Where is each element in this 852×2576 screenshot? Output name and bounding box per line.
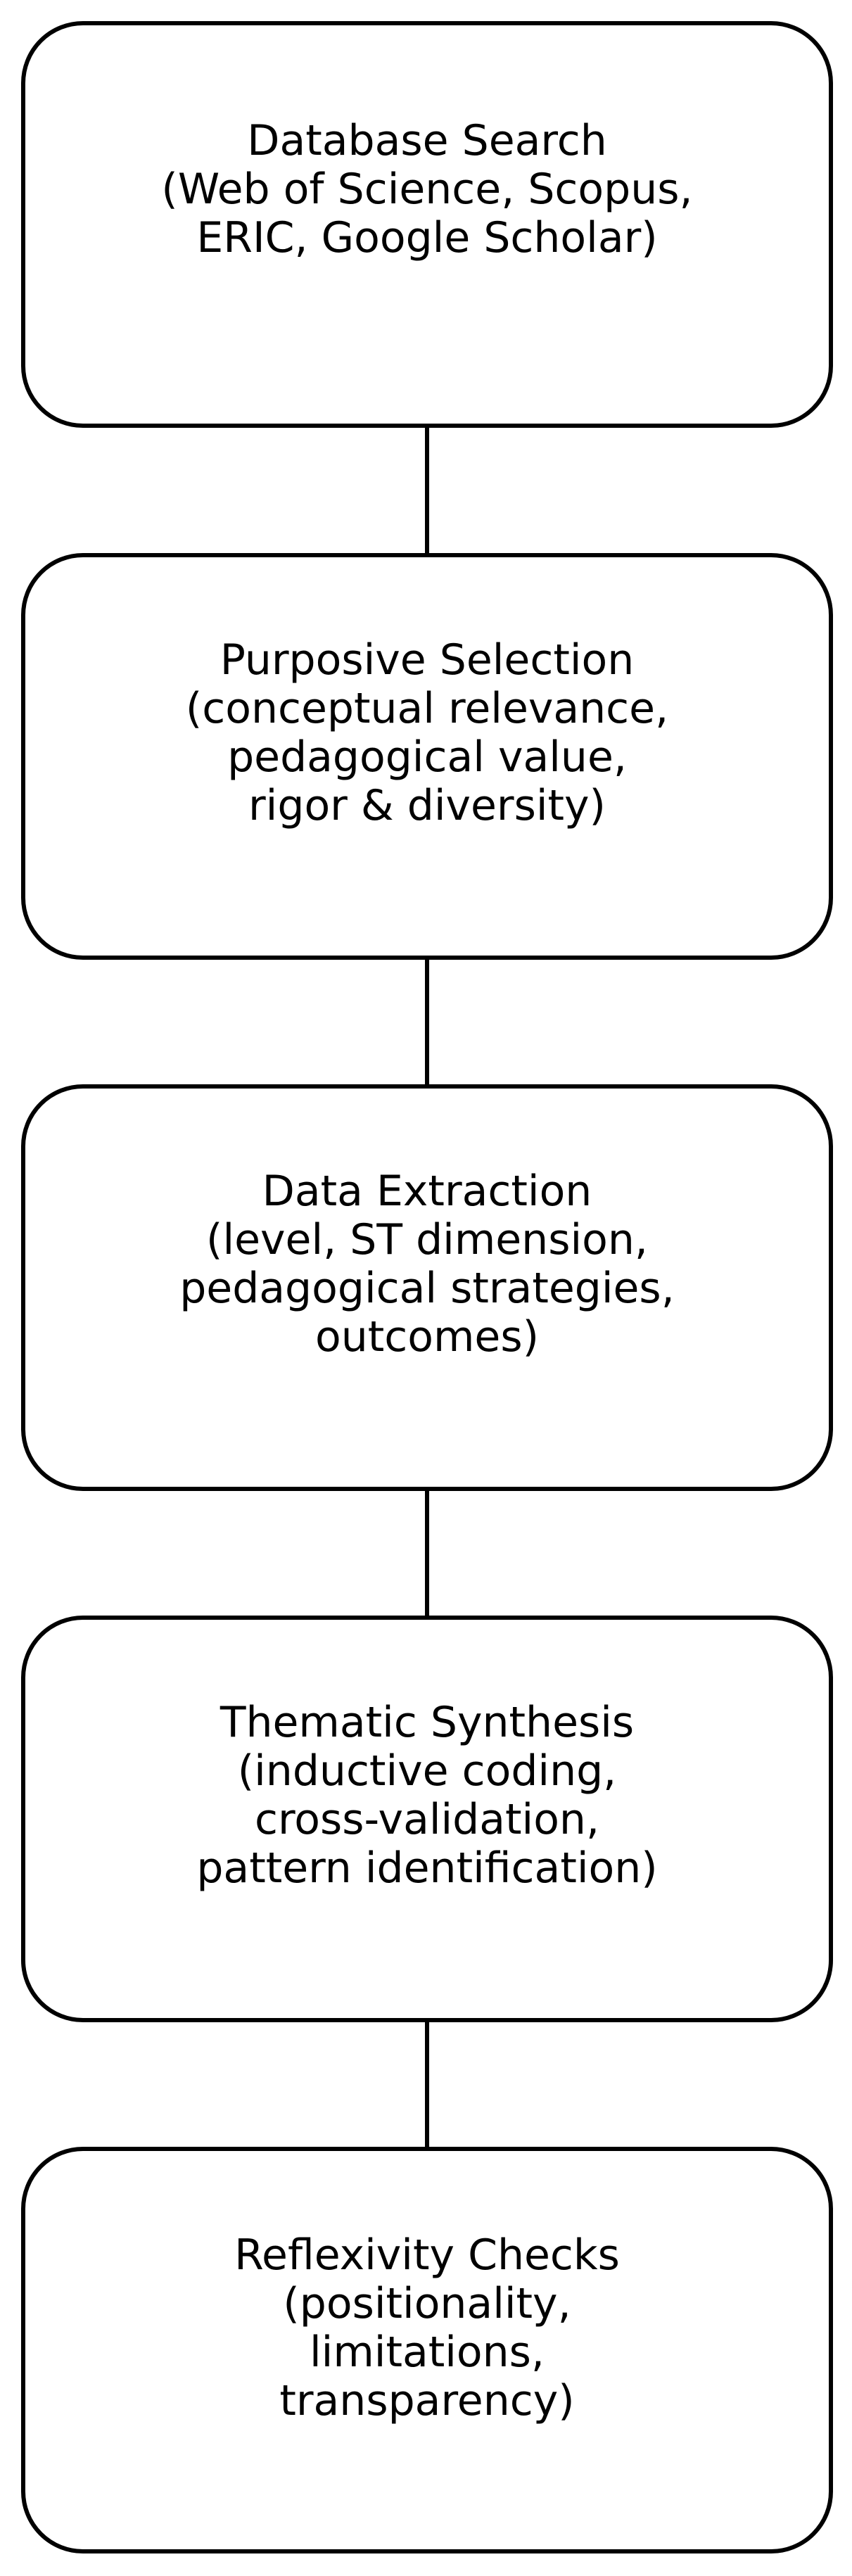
step-thematic-synthesis-label: Thematic Synthesis (inductive coding, cr… xyxy=(196,1698,658,1893)
step-database-search: Database Search (Web of Science, Scopus,… xyxy=(21,21,833,428)
step-reflexivity-checks: Reflexivity Checks (positionality, limit… xyxy=(21,2147,833,2553)
step-thematic-synthesis: Thematic Synthesis (inductive coding, cr… xyxy=(21,1616,833,2022)
step-data-extraction-label: Data Extraction (level, ST dimension, pe… xyxy=(179,1167,675,1362)
step-data-extraction: Data Extraction (level, ST dimension, pe… xyxy=(21,1084,833,1491)
step-purposive-selection: Purposive Selection (conceptual relevanc… xyxy=(21,553,833,960)
step-database-search-label: Database Search (Web of Science, Scopus,… xyxy=(161,115,693,262)
step-purposive-selection-label: Purposive Selection (conceptual relevanc… xyxy=(185,635,669,830)
step-reflexivity-checks-label: Reflexivity Checks (positionality, limit… xyxy=(234,2231,620,2425)
